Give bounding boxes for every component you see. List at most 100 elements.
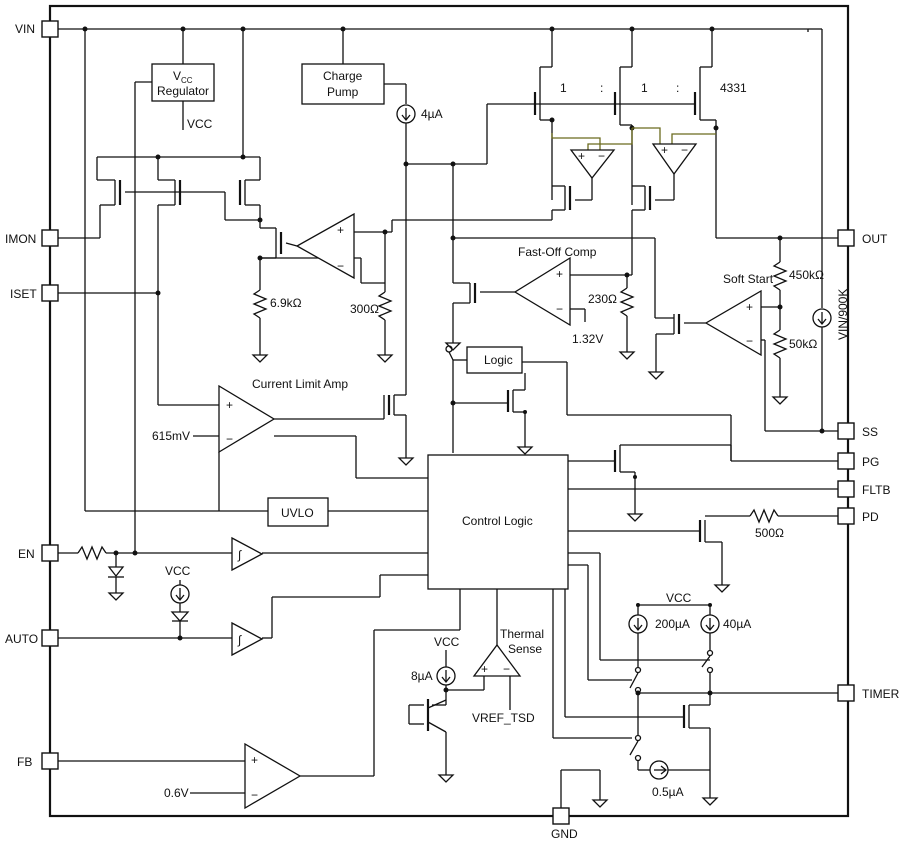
fb-amp: + − 0.6V — [58, 589, 461, 810]
svg-text:0.5µA: 0.5µA — [652, 785, 684, 799]
svg-text:615mV: 615mV — [152, 429, 190, 443]
pin-ss[interactable]: SS — [837, 422, 878, 440]
pin-fltb[interactable]: FLTB — [837, 480, 890, 498]
chip-boundary — [48, 4, 850, 818]
svg-text:VREF_TSD: VREF_TSD — [472, 711, 535, 725]
control-logic: Control Logic — [427, 454, 569, 590]
pin-imon-label: IMON — [5, 232, 36, 246]
svg-text:+: + — [251, 753, 258, 767]
svg-text:+: + — [481, 662, 488, 676]
resistor-6k9: 6.9kΩ — [251, 289, 302, 363]
svg-text:VCC: VCC — [434, 635, 460, 649]
svg-text:230Ω: 230Ω — [588, 292, 617, 306]
svg-text:Charge: Charge — [323, 69, 363, 83]
thermal-sense: Thermal Sense + − VREF_TSD VCC 8µA — [408, 589, 544, 783]
svg-text:−: − — [226, 432, 233, 446]
pin-imon[interactable]: IMON — [5, 229, 59, 247]
pin-fb-label: FB — [17, 755, 32, 769]
svg-text:Sense: Sense — [508, 642, 542, 656]
pin-gnd[interactable]: GND — [551, 807, 578, 841]
pin-gnd-label: GND — [551, 827, 578, 841]
pin-en[interactable]: EN — [18, 544, 59, 562]
svg-text:0.6V: 0.6V — [164, 786, 189, 800]
svg-text:∫: ∫ — [237, 633, 242, 647]
vin-900k-label: VIN/900K — [836, 289, 850, 340]
svg-text:+: + — [661, 143, 668, 157]
auto-input: VCC ∫ — [58, 564, 428, 657]
pin-en-label: EN — [18, 547, 35, 561]
pd-fet: 500Ω — [568, 508, 838, 593]
sense-amplifiers: + − + − — [392, 127, 716, 276]
pg-fet — [568, 444, 838, 522]
vcc-output-label: VCC — [187, 117, 213, 131]
svg-text:Soft Start: Soft Start — [723, 272, 774, 286]
pin-vin[interactable]: VIN — [15, 20, 59, 38]
ratio-1a: 1 — [560, 81, 567, 95]
svg-text:+: + — [226, 398, 233, 412]
pin-timer[interactable]: TIMER — [837, 684, 900, 702]
svg-text:450kΩ: 450kΩ — [789, 268, 824, 282]
en-input: ∫ — [58, 536, 428, 601]
svg-text:−: − — [503, 662, 510, 676]
svg-text:Regulator: Regulator — [157, 84, 209, 98]
svg-text:500Ω: 500Ω — [755, 526, 784, 540]
resistor-300: 300Ω — [350, 283, 394, 363]
svg-text:1.32V: 1.32V — [572, 332, 603, 346]
svg-text:300Ω: 300Ω — [350, 302, 379, 316]
svg-text:−: − — [251, 788, 258, 802]
svg-text:50kΩ: 50kΩ — [789, 337, 817, 351]
pin-pg-label: PG — [862, 455, 879, 469]
svg-text:Fast-Off Comp: Fast-Off Comp — [518, 245, 597, 259]
power-fets: 1 : 1 : 4331 — [486, 66, 838, 241]
pin-iset[interactable]: ISET — [10, 284, 59, 302]
svg-text:−: − — [337, 259, 344, 273]
svg-text:8µA: 8µA — [411, 669, 433, 683]
pin-out[interactable]: OUT — [837, 229, 888, 247]
svg-text:+: + — [578, 149, 585, 163]
charge-pump-current: 4µA — [421, 107, 443, 121]
svg-text:∫: ∫ — [237, 548, 242, 562]
resistor-230: 230Ω — [588, 272, 636, 360]
pin-iset-label: ISET — [10, 287, 37, 301]
current-limit-amp: + − Current Limit Amp 615mV — [152, 377, 428, 511]
soft-start: + − Soft Start 450kΩ 50kΩ VIN/900K — [647, 238, 850, 434]
vin-rail — [58, 26, 823, 512]
svg-text:Logic: Logic — [484, 353, 513, 367]
pin-pd-label: PD — [862, 510, 879, 524]
ratio-colon1: : — [600, 81, 603, 95]
ratio-colon2: : — [676, 81, 679, 95]
pin-pg[interactable]: PG — [837, 452, 879, 470]
ratio-4331: 4331 — [720, 81, 747, 95]
svg-text:40µA: 40µA — [723, 617, 751, 631]
svg-text:VCC: VCC — [666, 591, 692, 605]
vcc-regulator: VCC Regulator VCC — [134, 63, 215, 553]
svg-text:+: + — [337, 223, 344, 237]
pin-auto[interactable]: AUTO — [5, 629, 59, 647]
uvlo: UVLO — [267, 497, 428, 527]
svg-text:Control Logic: Control Logic — [462, 514, 533, 528]
imon-mirror — [58, 154, 361, 405]
svg-text:Pump: Pump — [327, 85, 359, 99]
svg-text:+: + — [556, 267, 563, 281]
pin-ss-label: SS — [862, 425, 878, 439]
imon-amp: + − — [285, 212, 393, 284]
pin-pd[interactable]: PD — [837, 507, 879, 525]
svg-text:6.9kΩ: 6.9kΩ — [270, 296, 302, 310]
svg-text:−: − — [556, 302, 563, 316]
svg-text:VCC: VCC — [173, 69, 193, 85]
svg-text:VCC: VCC — [165, 564, 191, 578]
pin-fltb-label: FLTB — [862, 483, 890, 497]
ratio-1b: 1 — [641, 81, 648, 95]
svg-text:UVLO: UVLO — [281, 506, 314, 520]
pin-fb[interactable]: FB — [17, 752, 59, 770]
charge-pump: Charge Pump 4µA — [301, 63, 487, 395]
timer-circuit: VCC 200µA 40µA — [552, 552, 838, 806]
svg-text:−: − — [598, 149, 605, 163]
svg-text:+: + — [746, 300, 753, 314]
pin-vin-label: VIN — [15, 22, 35, 36]
svg-text:200µA: 200µA — [655, 617, 690, 631]
pin-timer-label: TIMER — [862, 687, 900, 701]
svg-text:−: − — [681, 143, 688, 157]
svg-text:Thermal: Thermal — [500, 627, 544, 641]
